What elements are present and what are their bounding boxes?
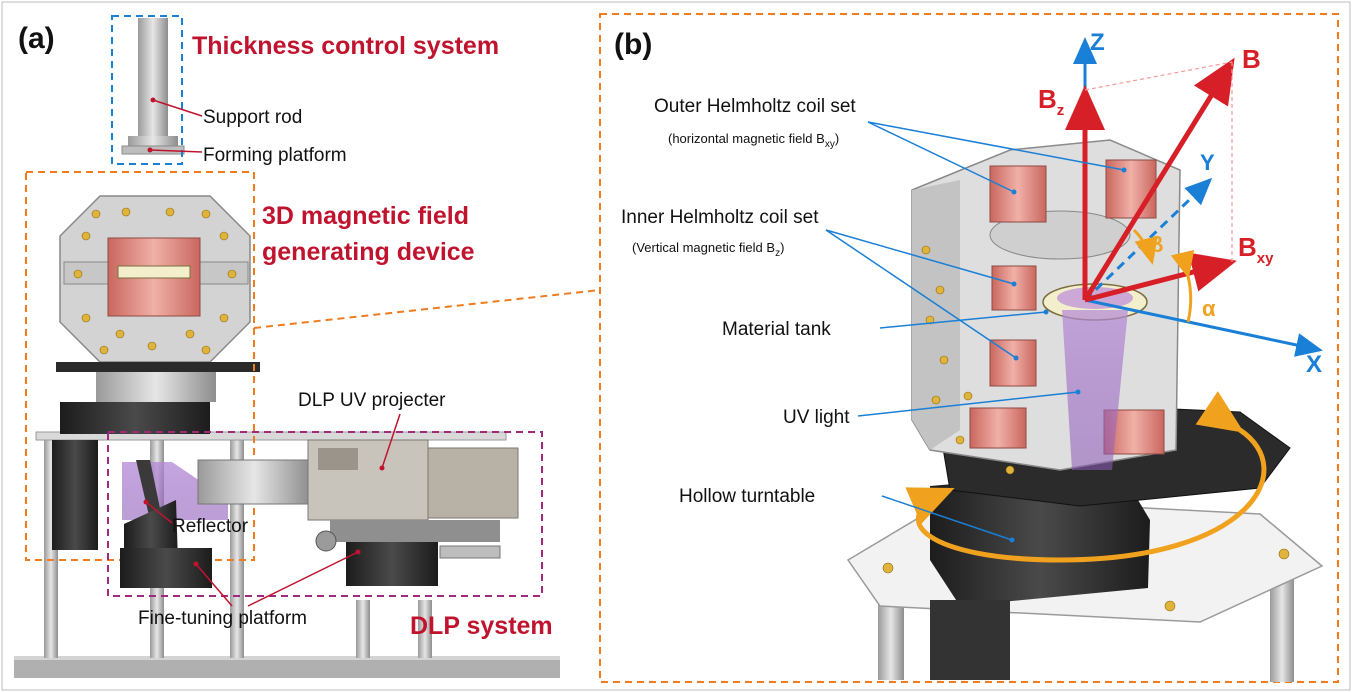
axis-x [1084, 298, 1323, 357]
support-rod-label: Support rod [203, 107, 302, 128]
reflector-label: Reflector [172, 516, 249, 537]
vector-b [1082, 57, 1235, 302]
connector-dashed [253, 289, 601, 329]
dlp-projector-label: DLP UV projecter [298, 390, 446, 411]
inner-coil-1 [991, 265, 1037, 311]
post [356, 600, 370, 658]
hollow-turntable-label: Hollow turntable [679, 486, 815, 507]
leader-line [149, 149, 203, 153]
panel-b: (b) Z Y [599, 13, 1339, 683]
axis-z-label: Z [1090, 29, 1105, 56]
turntable-ring [96, 372, 216, 402]
forming-platform-label: Forming platform [203, 145, 347, 166]
material-tank-small [117, 265, 191, 279]
uv-light-label: UV light [783, 407, 850, 428]
vector-bxy-label: Bxy [1238, 232, 1274, 267]
angle-alpha-label: α [1202, 296, 1216, 321]
thickness-dashed-box [111, 15, 183, 165]
vector-bxy [1084, 252, 1237, 303]
forming-platform [128, 136, 178, 146]
motor-b [930, 600, 1010, 680]
rotation-arrow [905, 391, 1267, 563]
inner-coil-2 [989, 339, 1037, 387]
reflector [136, 460, 162, 520]
panel-a-label: (a) [18, 22, 55, 55]
fine-tuning-right [346, 542, 438, 586]
thickness-title: Thickness control system [192, 32, 499, 60]
support-rod [138, 18, 168, 136]
axis-y-label: Y [1200, 150, 1215, 175]
screws [73, 207, 237, 355]
magnetic-title-1: 3D magnetic field [262, 202, 469, 230]
axis-x-label: X [1306, 351, 1322, 378]
turntable-base [60, 402, 210, 434]
outer-coil-2 [1105, 159, 1157, 219]
outer-coil-1 [989, 165, 1047, 223]
outer-coil-sub: (horizontal magnetic field Bxy) [668, 131, 839, 150]
inner-coil-label: Inner Helmholtz coil set [621, 207, 819, 228]
outer-coil-label: Outer Helmholtz coil set [654, 96, 856, 117]
vector-b-label: B [1242, 44, 1261, 74]
vector-bz-label: Bz [1038, 84, 1064, 119]
dlp-title: DLP system [410, 612, 553, 640]
motor [52, 440, 98, 550]
projector-lens [197, 459, 311, 505]
base-plate [14, 656, 560, 678]
material-tank-label: Material tank [722, 319, 831, 340]
panel-b-label: (b) [614, 28, 652, 61]
fine-tuning-label: Fine-tuning platform [138, 608, 307, 629]
magnetic-title-2: generating device [262, 238, 475, 266]
leader-lines-b [825, 121, 1125, 541]
angle-beta-arc [1132, 228, 1158, 265]
dlp-dashed-box [107, 431, 543, 597]
turntable-top [56, 362, 260, 372]
leader-line [152, 99, 203, 117]
angle-alpha-arc [1170, 249, 1195, 323]
post [418, 600, 432, 658]
magnetic-dashed-box [25, 171, 255, 561]
angle-beta-label: β [1150, 232, 1163, 257]
panel-b-dashed-box [599, 13, 1339, 683]
fine-tuning-left [120, 548, 212, 588]
inner-coil-sub: (Vertical magnetic field Bz) [632, 240, 784, 259]
panel-a: (a) Thickness control system Support rod… [14, 15, 601, 678]
